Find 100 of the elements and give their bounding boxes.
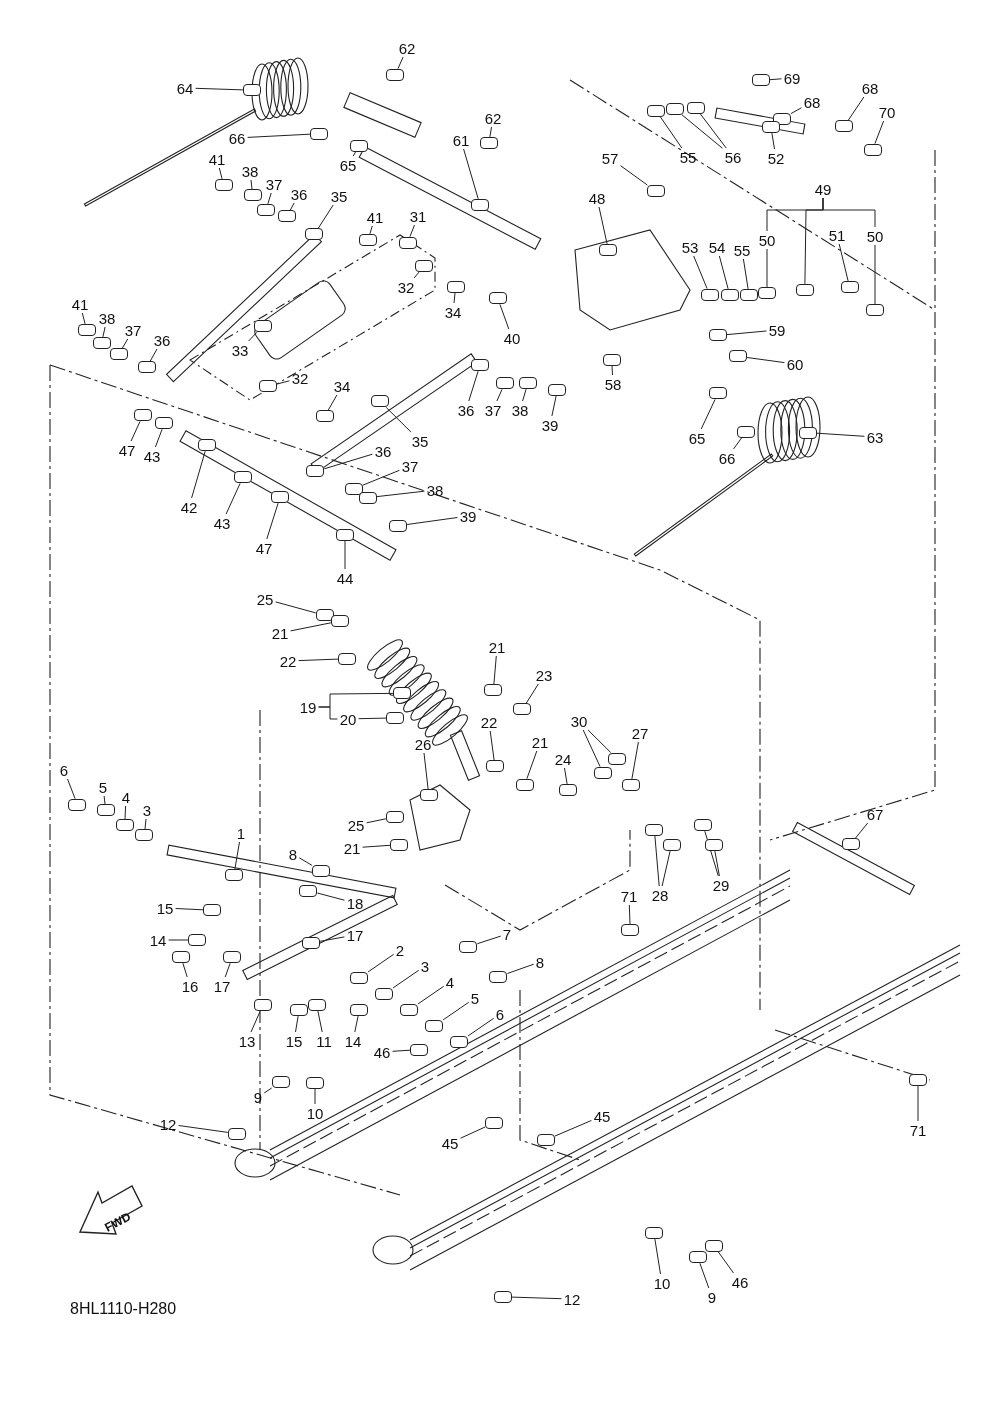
- callout-number: 45: [592, 1107, 612, 1125]
- part-block: [602, 354, 621, 366]
- callout-number: 5: [97, 778, 109, 796]
- leader-line: [358, 717, 387, 720]
- leader-line: [847, 96, 865, 121]
- leader-line: [551, 395, 557, 417]
- leader-line: [124, 805, 127, 820]
- callout-number: 58: [603, 375, 623, 393]
- part-block: [548, 384, 567, 397]
- part-block: [704, 839, 723, 852]
- leader-line: [874, 244, 876, 305]
- leader-line: [298, 857, 313, 866]
- part-block: [736, 425, 755, 438]
- part-block: [172, 951, 191, 964]
- leader-line: [718, 255, 729, 290]
- part-block: [68, 798, 87, 811]
- part-block: [425, 1019, 444, 1032]
- callout-number: 9: [706, 1288, 718, 1306]
- part-block: [484, 684, 503, 696]
- callout-number: 55: [678, 148, 698, 166]
- leader-line: [511, 1296, 562, 1300]
- leader-line: [564, 767, 568, 785]
- part-block: [494, 1290, 512, 1303]
- callout-number: 62: [483, 109, 503, 127]
- callout-number: 50: [757, 231, 777, 249]
- leader-line: [376, 490, 425, 498]
- leader-line: [476, 935, 502, 945]
- callout-number: 30: [569, 712, 589, 730]
- callout-number: 7: [501, 925, 513, 943]
- leader-line: [263, 1087, 273, 1094]
- part-block: [223, 951, 242, 964]
- leader-line: [611, 365, 613, 376]
- callout-number: 36: [289, 185, 309, 203]
- part-block: [729, 350, 748, 363]
- callout-number: 1: [235, 824, 247, 842]
- callout-number: 37: [264, 175, 284, 193]
- leader-line: [917, 1085, 919, 1122]
- callout-number: 65: [687, 429, 707, 447]
- callout-number: 28: [650, 886, 670, 904]
- part-block: [410, 1043, 428, 1056]
- part-block: [188, 934, 206, 946]
- part-block: [203, 904, 221, 917]
- leader-line: [178, 1125, 229, 1133]
- leader-line: [317, 1010, 323, 1033]
- callout-number: 25: [346, 816, 366, 834]
- part-block: [350, 139, 369, 152]
- leader-line: [700, 398, 716, 430]
- part-block: [96, 803, 115, 816]
- callout-number: 2: [394, 941, 406, 959]
- leader-line: [327, 394, 338, 411]
- part-block: [271, 1076, 290, 1089]
- part-block: [471, 359, 489, 372]
- callout-number: 15: [155, 899, 175, 917]
- callout-number: 41: [70, 295, 90, 313]
- callout-number: 10: [652, 1274, 672, 1292]
- leader-line: [699, 113, 727, 149]
- callout-number: 16: [180, 977, 200, 995]
- callout-number: 22: [278, 652, 298, 670]
- leader-line: [154, 428, 163, 448]
- leader-line: [250, 179, 253, 190]
- callout-number: 8: [534, 953, 546, 971]
- callout-number: 35: [329, 187, 349, 205]
- leader-line: [81, 312, 86, 325]
- callout-number: 34: [443, 303, 463, 321]
- part-block: [470, 198, 489, 211]
- leader-line: [102, 326, 106, 338]
- leader-line: [874, 120, 885, 145]
- part-block: [709, 329, 728, 342]
- leader-line: [248, 331, 258, 342]
- leader-line: [224, 962, 231, 978]
- callout-number: 41: [365, 208, 385, 226]
- leader-line: [489, 126, 492, 138]
- part-block: [485, 759, 504, 772]
- callout-number: 19: [298, 698, 318, 716]
- leader-line: [717, 1251, 734, 1274]
- callout-number: 34: [332, 377, 352, 395]
- callout-number: 27: [630, 724, 650, 742]
- callout-number: 63: [865, 428, 885, 446]
- direction-label: FWD: [102, 1209, 133, 1235]
- leader-line: [392, 1049, 411, 1052]
- part-block: [761, 121, 780, 134]
- leader-line: [409, 224, 415, 238]
- callout-number: 12: [158, 1115, 178, 1133]
- part-block: [243, 188, 262, 201]
- leader-line: [442, 1001, 470, 1021]
- callout-number: 59: [767, 321, 787, 339]
- callout-number: 49: [813, 180, 833, 198]
- part-block: [489, 970, 508, 983]
- leader-line: [489, 730, 495, 761]
- part-block: [290, 1004, 309, 1017]
- callout-number: 35: [410, 432, 430, 450]
- callout-number: 68: [860, 79, 880, 97]
- callout-number: 3: [141, 801, 153, 819]
- leader-line: [276, 380, 290, 385]
- leader-line: [460, 1126, 486, 1139]
- part-block: [257, 203, 276, 216]
- leader-line: [367, 953, 395, 973]
- part-block: [621, 778, 640, 791]
- part-block: [197, 439, 216, 452]
- part-block: [607, 752, 626, 765]
